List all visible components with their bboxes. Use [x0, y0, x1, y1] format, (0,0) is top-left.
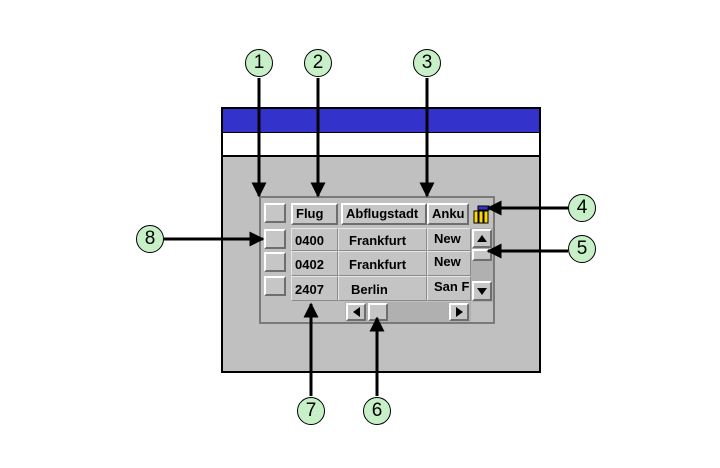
table-cell[interactable]: Frankfurt: [338, 251, 427, 276]
arrow-down-icon: [477, 287, 487, 295]
callout-3: 3: [413, 49, 441, 77]
table-row[interactable]: 0402: [291, 251, 338, 276]
table-cell[interactable]: San F: [427, 276, 471, 301]
callout-7: 7: [297, 397, 325, 425]
table-cell[interactable]: New: [427, 228, 471, 251]
callout-5: 5: [568, 235, 596, 263]
scroll-right-button[interactable]: [449, 303, 469, 321]
arrow-left-icon: [352, 307, 360, 317]
menu-bar: [223, 133, 539, 157]
table-row[interactable]: 0400: [291, 228, 338, 251]
callout-1: 1: [245, 49, 273, 77]
table-settings-icon[interactable]: [473, 205, 491, 224]
table-cell[interactable]: New: [427, 251, 471, 276]
arrow-right-icon: [455, 307, 463, 317]
table-cell[interactable]: Frankfurt: [338, 228, 427, 251]
cell-flug: 0400: [295, 233, 324, 248]
row-selector-2[interactable]: [264, 252, 286, 272]
callout-2: 2: [304, 49, 332, 77]
column-header-flug[interactable]: Flug: [291, 203, 338, 225]
cell-ankunft: New: [434, 231, 461, 246]
column-header-abflugstadt[interactable]: Abflugstadt: [341, 203, 427, 225]
application-window: Flug Abflugstadt Anku 0400 Frankfurt New: [221, 107, 541, 373]
scroll-up-button[interactable]: [472, 229, 492, 248]
cell-flug: 2407: [295, 282, 324, 297]
scroll-left-button[interactable]: [346, 303, 366, 321]
title-bar[interactable]: [223, 109, 539, 133]
cell-abflugstadt: Berlin: [351, 282, 388, 297]
arrow-up-icon: [477, 235, 487, 242]
cell-abflugstadt: Frankfurt: [349, 233, 407, 248]
cell-flug: 0402: [295, 257, 324, 272]
cell-abflugstadt: Frankfurt: [349, 257, 407, 272]
row-selector-3[interactable]: [264, 276, 286, 296]
callout-4: 4: [568, 194, 596, 222]
scroll-down-button[interactable]: [472, 281, 492, 301]
table-row[interactable]: 2407: [291, 276, 338, 301]
table-cell[interactable]: Berlin: [338, 276, 427, 301]
cell-ankunft: San F: [434, 279, 470, 294]
select-all-button[interactable]: [264, 203, 286, 223]
column-header-ankunft[interactable]: Anku: [427, 203, 469, 225]
table-control: Flug Abflugstadt Anku 0400 Frankfurt New: [259, 196, 495, 324]
row-selector-1[interactable]: [264, 229, 286, 249]
cell-ankunft: New: [434, 254, 461, 269]
callout-8: 8: [136, 225, 164, 253]
callout-6: 6: [363, 397, 391, 425]
